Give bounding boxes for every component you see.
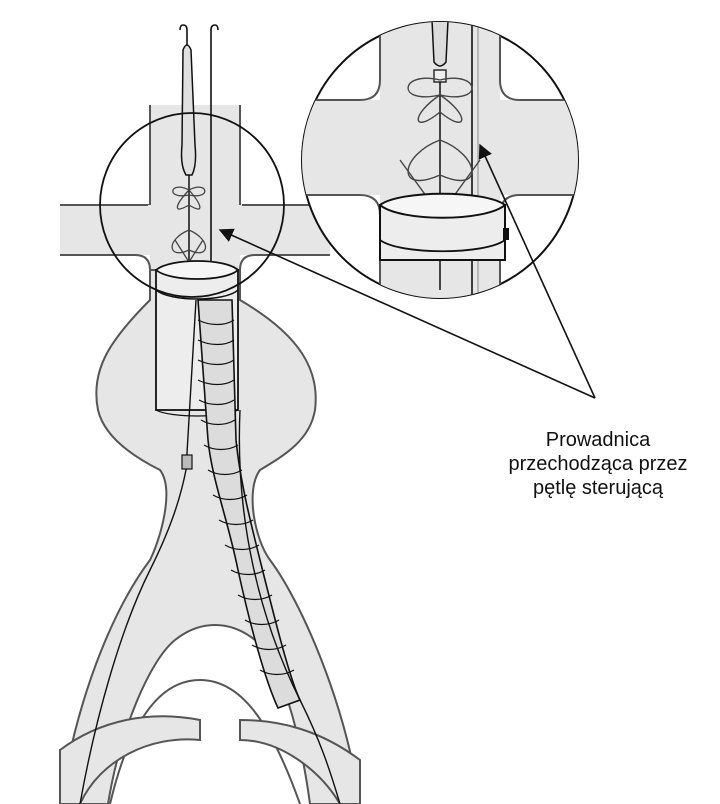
magnified-detail (300, 20, 590, 320)
callout-line-1: Prowadnica (498, 428, 698, 452)
guidewire-callout-label: Prowadnica przechodząca przez pętlę ster… (498, 428, 698, 500)
callout-line-2: przechodząca przez (498, 452, 698, 476)
callout-line-3: pętlę sterującą (498, 476, 698, 500)
